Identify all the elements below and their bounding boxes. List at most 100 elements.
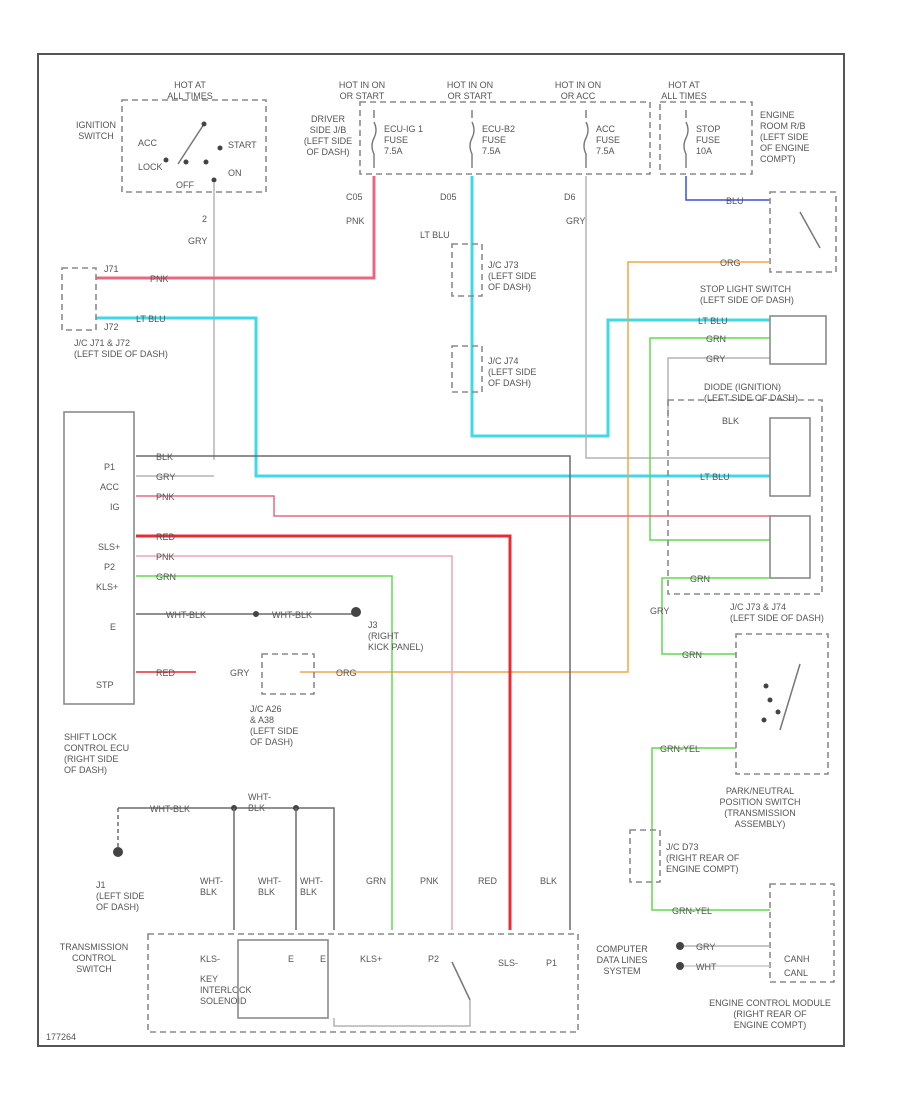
wire-ltblu-top: LT BLU: [420, 230, 450, 240]
ts-e2: E: [320, 954, 326, 964]
wire-gry-can: GRY: [696, 942, 715, 952]
top-wires: 2 GRY C05 PNK PNK D05 LT BLU LT BLU D6 G…: [96, 176, 770, 478]
ecu-wires: BLK GRY PNK RED PNK GRN WHT-BLK WHT-BLK …: [136, 452, 770, 930]
wire-gry: GRY: [156, 472, 175, 482]
wire-gry-stop: GRY: [706, 354, 725, 364]
ts-sls-minus: SLS-: [498, 958, 518, 968]
c05-label: C05: [346, 192, 363, 202]
d05-label: D05: [440, 192, 457, 202]
ecu-pin-stp: STP: [96, 680, 114, 690]
wire-gry-acc: GRY: [566, 216, 585, 226]
wire-ltblu-j74: LT BLU: [700, 472, 730, 482]
wire-blk: BLK: [156, 452, 173, 462]
diode-label: DIODE (IGNITION)(LEFT SIDE OF DASH): [704, 382, 798, 403]
diode-ignition-block: DIODE (IGNITION)(LEFT SIDE OF DASH) BLK …: [667, 382, 824, 623]
ts-p2: P2: [428, 954, 439, 964]
wire-grn-nca: GRN: [690, 574, 710, 584]
wire-grn-stop: GRN: [706, 334, 726, 344]
ign-pos-acc: ACC: [138, 138, 158, 148]
ign-pos-lock: LOCK: [138, 162, 163, 172]
ign-pos-on: ON: [228, 168, 242, 178]
ts-kls-minus: KLS-: [200, 954, 220, 964]
bot-blk: BLK: [540, 876, 557, 886]
wire-blu-stop: BLU: [726, 196, 744, 206]
wire-grn-dy: GRN: [682, 650, 702, 660]
d6-label: D6: [564, 192, 576, 202]
wire-gry-d: GRY: [650, 606, 669, 616]
wire-pnk2: PNK: [156, 552, 175, 562]
j71-label: J71: [104, 264, 119, 274]
ecu-pin-sls: SLS+: [98, 542, 120, 552]
wire-wht-blk-j1: WHT-BLK: [150, 804, 190, 814]
jc-j71-j72-label: J/C J71 & J72(LEFT SIDE OF DASH): [74, 338, 168, 359]
stop-light-switch-label: STOP LIGHT SWITCH(LEFT SIDE OF DASH): [700, 284, 794, 305]
bot-pnk: PNK: [420, 876, 439, 886]
wire-wht-can: WHT: [696, 962, 717, 972]
ts-p1: P1: [546, 958, 557, 968]
wire-ltblu-stop: LT BLU: [698, 316, 728, 326]
bot-red: RED: [478, 876, 498, 886]
wire-gry-a26: GRY: [230, 668, 249, 678]
diagram-id: 177264: [46, 1032, 76, 1042]
pin-2: 2: [202, 214, 207, 224]
wire-wht-blk2: WHT-BLK: [272, 610, 312, 620]
ecu-pin-acc: ACC: [100, 482, 120, 492]
ts-e1: E: [288, 954, 294, 964]
jc-j73-j74-right-label: J/C J73 & J74(LEFT SIDE OF DASH): [730, 602, 824, 623]
wire-wht-blk1: WHT-BLK: [166, 610, 206, 620]
ecu-pin-e: E: [110, 622, 116, 632]
bot-wht-blk-c: WHT-BLK: [300, 876, 323, 897]
wire-wht-blk-top: WHT-BLK: [248, 792, 271, 813]
transmission-switch: WHT-BLK WHT-BLK WHT-BLK GRN PNK RED BLK …: [60, 876, 579, 1033]
ecu-pin-p2: P2: [104, 562, 115, 572]
wire-red: RED: [156, 532, 176, 542]
stop-light-switch: ORG STOP LIGHT SWITCH(LEFT SIDE OF DASH)…: [300, 191, 837, 673]
ecu-pin-p1: P1: [104, 462, 115, 472]
bot-grn: GRN: [366, 876, 386, 886]
jc-j71-j72: J71 J72 J/C J71 & J72(LEFT SIDE OF DASH): [61, 264, 168, 359]
ign-pos-start: START: [228, 140, 257, 150]
wire-grnyel-1: GRN-YEL: [660, 744, 700, 754]
diagram-frame: [37, 53, 845, 1047]
ecm-pin-canl: CANL: [784, 968, 808, 978]
wire-org-a38: ORG: [336, 668, 357, 678]
wire-pnk-top: PNK: [346, 216, 365, 226]
bot-wht-blk-b: WHT-BLK: [258, 876, 281, 897]
wire-pnk-j71: PNK: [150, 274, 169, 284]
ts-kls-plus: KLS+: [360, 954, 382, 964]
wire-blk-j74: BLK: [722, 416, 739, 426]
wire-pnk: PNK: [156, 492, 175, 502]
ecu-pin-ig: IG: [110, 502, 120, 512]
wire-grn: GRN: [156, 572, 176, 582]
ecm-pin-canh: CANH: [784, 954, 810, 964]
j72-label: J72: [104, 322, 119, 332]
